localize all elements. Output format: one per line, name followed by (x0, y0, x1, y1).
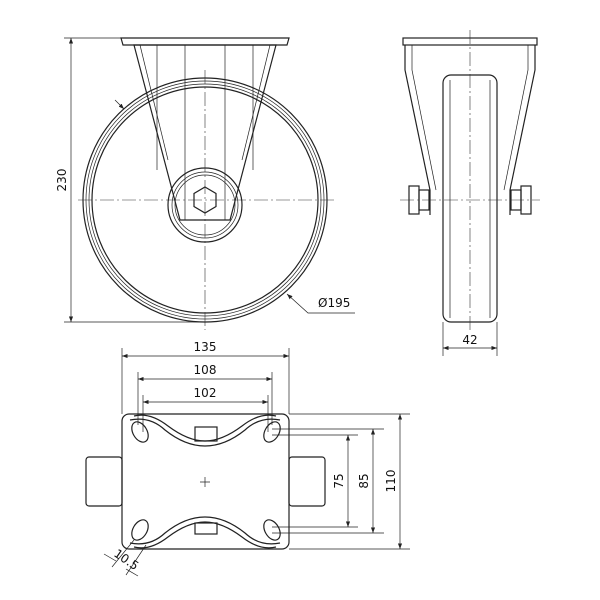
side-view: 42 (400, 30, 540, 356)
top-plate (120, 37, 290, 46)
dim-hole-spacing-inner: 102 (194, 386, 217, 400)
plate-view: 135 108 102 110 85 75 10.5 (85, 340, 410, 577)
mounting-plate (121, 413, 290, 550)
front-view: 230 Ø195 (55, 37, 355, 330)
dim-height: 230 (55, 169, 69, 192)
wheel-left-stub (85, 456, 123, 507)
dim-hole-spacing-v-inner: 75 (332, 473, 346, 488)
mounting-holes (131, 421, 281, 541)
bracket-side (404, 45, 536, 215)
dim-wheel-diameter: Ø195 (318, 296, 350, 310)
dim-hole-spacing-v-outer: 85 (357, 473, 371, 488)
center-cross-icon (200, 477, 210, 487)
dim-hole-spacing-outer: 108 (194, 363, 217, 377)
dim-wheel-width: 42 (462, 333, 477, 347)
wheel-right-stub (288, 456, 326, 507)
nut-bottom (194, 522, 218, 535)
dim-plate-width: 135 (194, 340, 217, 354)
dim-plate-length: 110 (384, 470, 398, 493)
nut-top (194, 426, 218, 442)
